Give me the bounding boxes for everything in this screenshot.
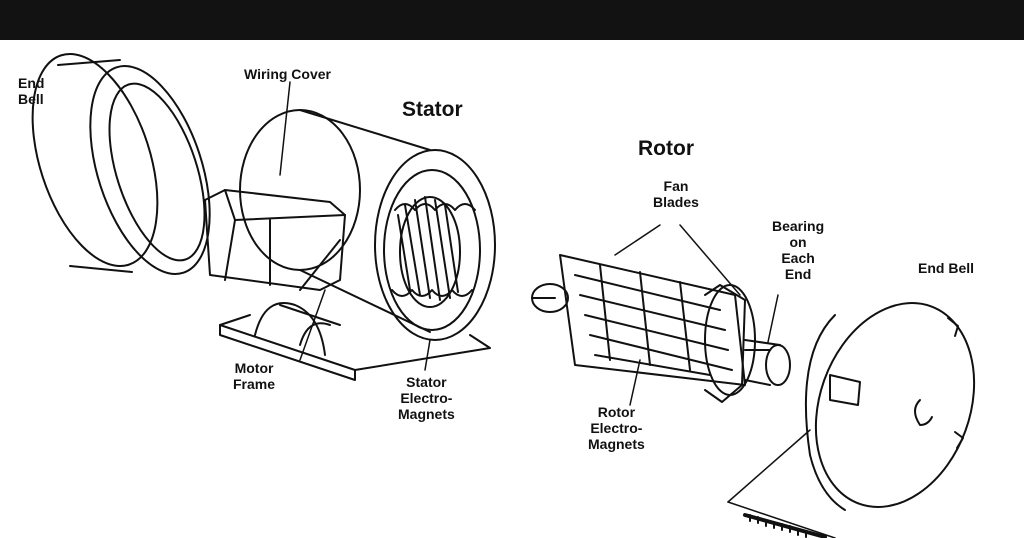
label-end-bell-left: End Bell bbox=[18, 75, 45, 107]
label-end-bell-right: End Bell bbox=[918, 260, 975, 276]
motor-frame-base bbox=[219, 302, 491, 381]
motor-exploded-diagram: End Bell Wiring Cover Stator Rotor Fan B… bbox=[0, 40, 1024, 538]
top-bar bbox=[0, 0, 1024, 40]
stator-housing bbox=[239, 109, 496, 341]
label-rotor-electromagnets: Rotor Electro- Magnets bbox=[588, 404, 645, 452]
end-bell-left-part bbox=[31, 53, 211, 275]
label-stator-electromagnets: Stator Electro- Magnets bbox=[398, 374, 455, 422]
wiring-cover-box bbox=[204, 189, 346, 291]
diagram-drawing bbox=[31, 53, 976, 538]
end-bell-right-part bbox=[804, 302, 976, 511]
label-rotor: Rotor bbox=[638, 137, 694, 160]
leader-lines bbox=[279, 81, 836, 538]
label-bearing: Bearing on Each End bbox=[772, 218, 825, 282]
label-wiring-cover: Wiring Cover bbox=[244, 66, 331, 82]
rotor-part bbox=[531, 254, 791, 403]
label-fan-blades: Fan Blades bbox=[653, 178, 699, 210]
label-motor-frame: Motor Frame bbox=[233, 360, 276, 392]
bolt bbox=[743, 513, 827, 538]
label-stator: Stator bbox=[402, 98, 463, 121]
